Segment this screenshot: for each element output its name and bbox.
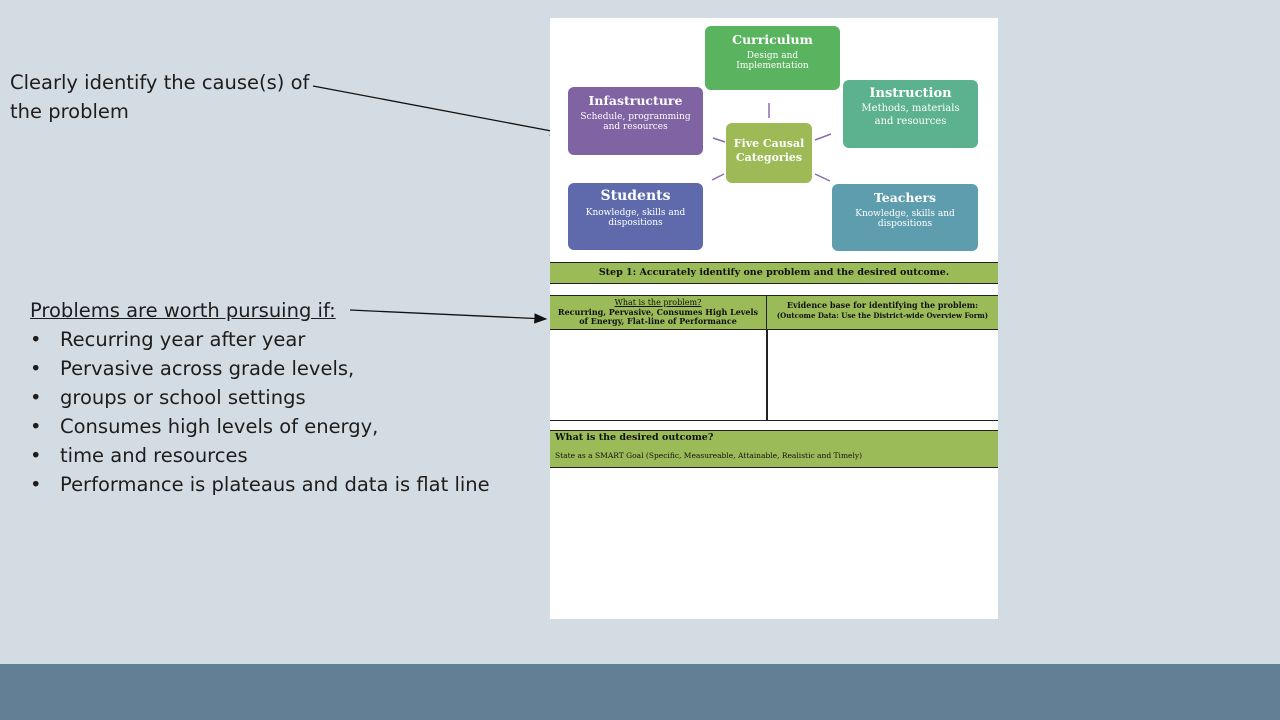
desired-outcome-section: What is the desired outcome? State as a … — [550, 430, 998, 468]
criteria-item: groups or school settings — [30, 383, 490, 412]
cause-instruction-text: Clearly identify the cause(s) of the pro… — [10, 71, 310, 123]
problem-header: What is the problem? Recurring, Pervasiv… — [550, 296, 766, 330]
criteria-list: Recurring year after year Pervasive acro… — [30, 325, 490, 499]
diagram-connectors — [711, 103, 832, 182]
infrastructure-box: Infastructure Schedule, programming and … — [568, 87, 703, 155]
criteria-item: Pervasive across grade levels, — [30, 354, 490, 383]
problems-arrow — [349, 309, 548, 324]
curriculum-box: Curriculum Design and Implementation — [705, 26, 840, 90]
students-box: Students Knowledge, skills and dispositi… — [568, 183, 703, 250]
criteria-item: Performance is plateaus and data is flat… — [30, 470, 490, 499]
bottom-bar — [0, 664, 1280, 720]
problem-table: What is the problem? Recurring, Pervasiv… — [550, 295, 998, 421]
criteria-item: Recurring year after year — [30, 325, 490, 354]
worksheet-document: Curriculum Design and Implementation Ins… — [550, 18, 998, 619]
problems-title: Problems are worth pursuing if: — [30, 299, 336, 322]
evidence-header: Evidence base for identifying the proble… — [766, 296, 998, 330]
center-box: Five Causal Categories — [726, 123, 812, 183]
criteria-item: time and resources — [30, 441, 490, 470]
criteria-item: Consumes high levels of energy, — [30, 412, 490, 441]
step1-banner: Step 1: Accurately identify one problem … — [550, 262, 998, 284]
cause-arrow — [312, 85, 564, 136]
teachers-box: Teachers Knowledge, skills and dispositi… — [832, 184, 978, 251]
table-divider — [766, 330, 768, 420]
instruction-box: Instruction Methods, materials and resou… — [843, 80, 978, 148]
